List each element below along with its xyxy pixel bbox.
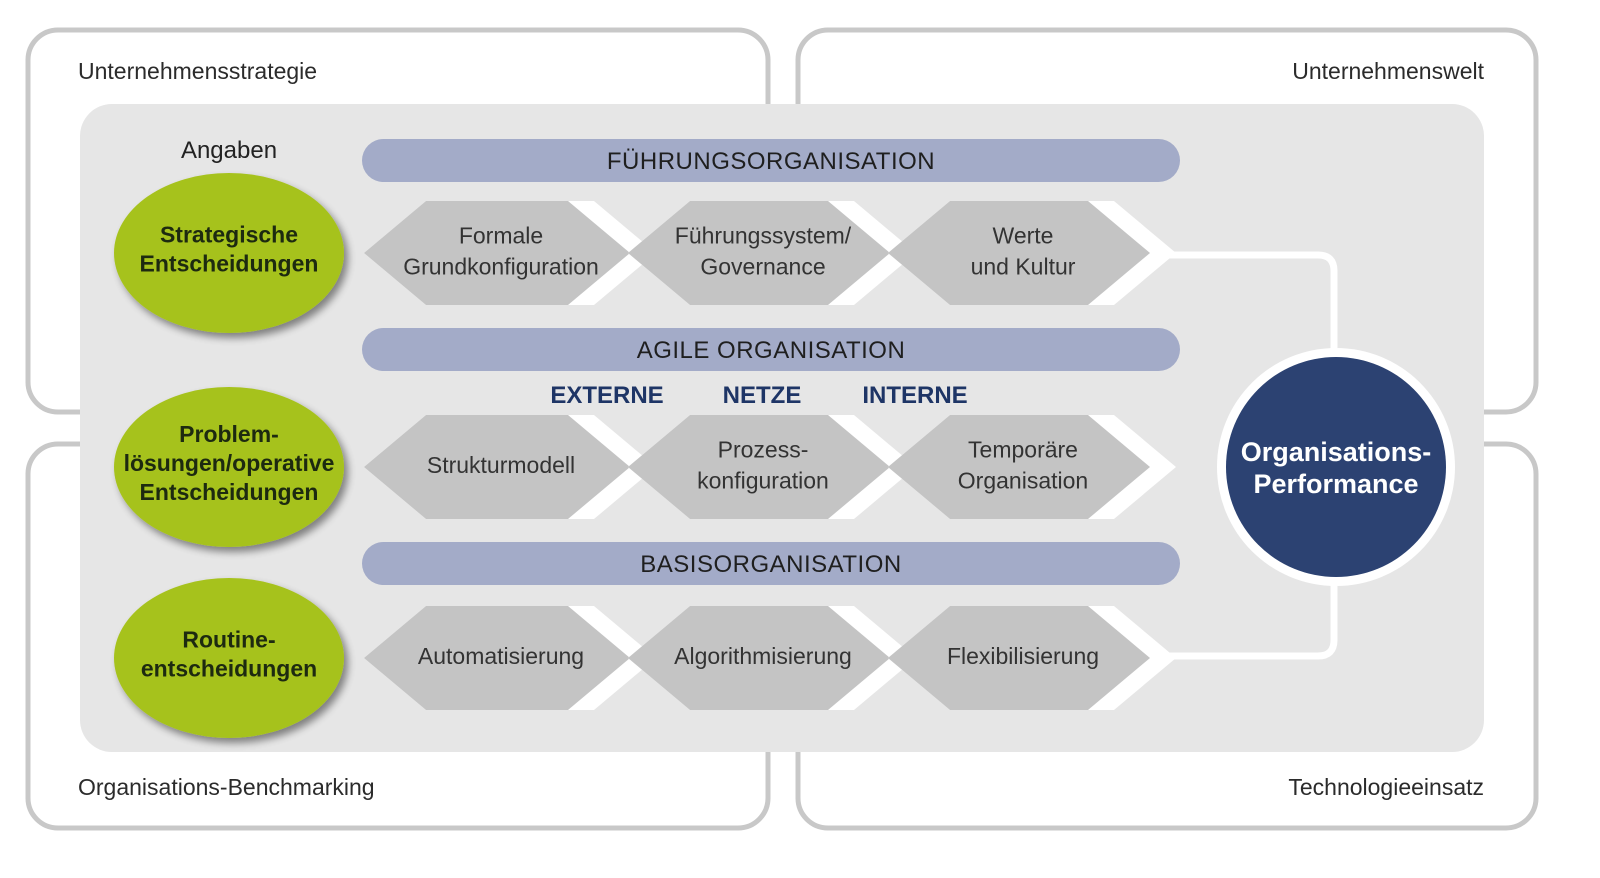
step-r2-c2: Prozess-konfiguration xyxy=(628,415,916,519)
step-r3-c2: Algorithmisierung xyxy=(628,606,916,710)
step-shape xyxy=(364,415,630,519)
step-label-line-1: Automatisierung xyxy=(418,643,584,669)
oval-shape xyxy=(114,578,344,738)
step-shape xyxy=(888,415,1150,519)
subheading-interne: INTERNE xyxy=(862,382,967,409)
step-shape xyxy=(628,415,890,519)
oval-shape xyxy=(114,173,344,333)
subheading-externe: EXTERNE xyxy=(550,382,663,409)
decision-label-line-1: Routine- xyxy=(182,627,275,653)
angaben-label: Angaben xyxy=(181,137,277,164)
label-unternehmensstrategie: Unternehmensstrategie xyxy=(78,58,317,84)
step-label-line-1: Führungssystem/ xyxy=(675,223,852,249)
step-label-line-1: Strukturmodell xyxy=(427,452,575,478)
label-unternehmenswelt: Unternehmenswelt xyxy=(1292,58,1484,84)
step-label-line-2: konfiguration xyxy=(697,468,829,494)
step-r1-c3: Werte und Kultur xyxy=(888,201,1176,305)
step-shape xyxy=(888,606,1150,710)
bar-label: FÜHRUNGSORGANISATION xyxy=(607,148,935,175)
step-label-line-1: Werte xyxy=(993,223,1054,249)
step-label-line-2: und Kultur xyxy=(971,254,1076,280)
step-r3-c3: Flexibilisierung xyxy=(888,606,1176,710)
step-label-line-2: Governance xyxy=(700,254,825,280)
process-steps: FormaleGrundkonfigurationFührungssystem/… xyxy=(364,201,1176,710)
decision-label-line-2: Entscheidungen xyxy=(140,251,319,277)
bar-basisorganisation: BASISORGANISATION xyxy=(362,542,1180,585)
bar-label: BASISORGANISATION xyxy=(640,551,901,578)
performance-line-1: Organisations- xyxy=(1241,437,1432,467)
decision-label-line-2: lösungen/operative xyxy=(124,450,335,476)
decision-label-line-1: Strategische xyxy=(160,222,298,248)
label-organisations-benchmarking: Organisations-Benchmarking xyxy=(78,774,375,800)
organisations-performance: Organisations- Performance xyxy=(1217,348,1455,586)
step-label-line-2: Organisation xyxy=(958,468,1088,494)
decision-label-line-2: entscheidungen xyxy=(141,656,317,682)
step-r3-c1: Automatisierung xyxy=(364,606,656,710)
bar-fuehrungsorganisation: FÜHRUNGSORGANISATION xyxy=(362,139,1180,182)
step-r1-c2: Führungssystem/Governance xyxy=(628,201,916,305)
label-technologieeinsatz: Technologieeinsatz xyxy=(1288,774,1484,800)
step-label-line-1: Prozess- xyxy=(718,437,809,463)
decision-oval-3: Routine-entscheidungen xyxy=(114,578,344,738)
step-r2-c1: Strukturmodell xyxy=(364,415,656,519)
step-label-line-1: Formale xyxy=(459,223,543,249)
decision-label-line-1: Problem- xyxy=(179,421,279,447)
step-label-line-1: Flexibilisierung xyxy=(947,643,1099,669)
performance-line-2: Performance xyxy=(1253,469,1418,499)
bar-agile-organisation: AGILE ORGANISATION xyxy=(362,328,1180,371)
decision-label-line-3: Entscheidungen xyxy=(140,479,319,505)
decision-ovals: StrategischeEntscheidungenProblem-lösung… xyxy=(114,173,344,738)
performance-circle xyxy=(1226,357,1446,577)
step-label-line-2: Grundkonfiguration xyxy=(403,254,599,280)
step-label-line-1: Algorithmisierung xyxy=(674,643,852,669)
step-shape xyxy=(888,201,1150,305)
oval-shape xyxy=(114,387,344,547)
step-label-line-1: Temporäre xyxy=(968,437,1078,463)
step-shape xyxy=(364,606,630,710)
bar-label: AGILE ORGANISATION xyxy=(637,337,906,364)
subheading-netze: NETZE xyxy=(723,382,802,409)
step-shape xyxy=(628,201,890,305)
step-shape xyxy=(628,606,890,710)
step-shape xyxy=(364,201,630,305)
